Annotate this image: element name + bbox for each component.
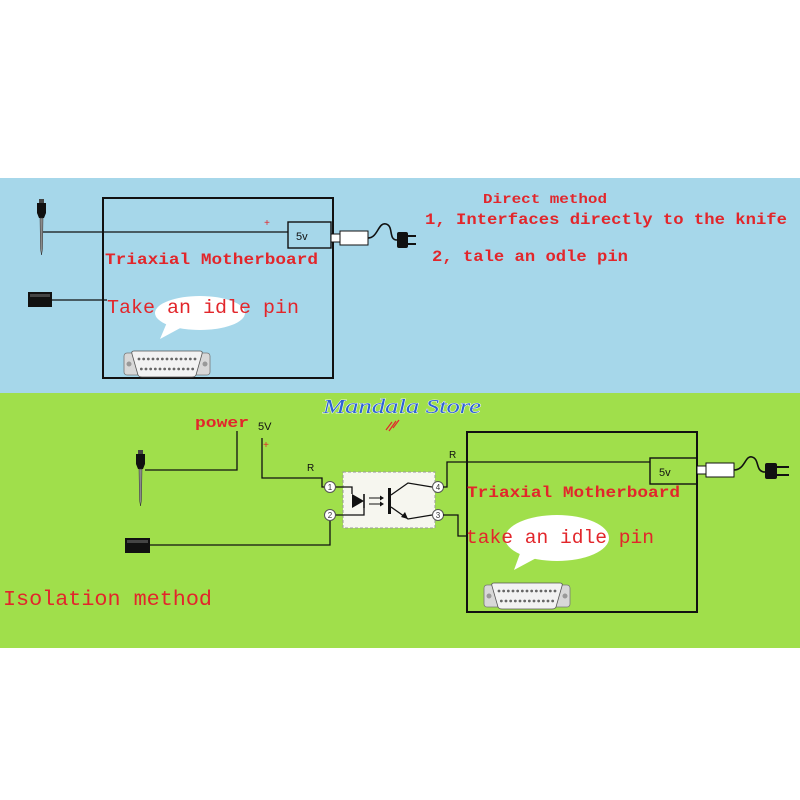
db25-pin [523, 599, 527, 603]
knife-probe-icon [37, 199, 46, 256]
db25-connector-icon [483, 582, 571, 610]
idle-pin-label: Take an idle pin [107, 297, 299, 319]
optocoupler-pin-4: 4 [432, 481, 444, 493]
db25-pin [149, 367, 153, 371]
db25-pin [548, 589, 552, 593]
db25-pin [537, 599, 541, 603]
triaxial-motherboard-box [102, 197, 334, 379]
db25-pin [193, 357, 197, 361]
direct-method-title: Direct method [483, 192, 607, 208]
db25-pin [170, 357, 174, 361]
polarity-mark: + [263, 441, 269, 452]
knife-power-wire [145, 431, 238, 471]
db25-pin [153, 367, 157, 371]
db25-pin [504, 599, 508, 603]
db25-pin [139, 367, 143, 371]
db25-pin [181, 367, 185, 371]
db25-pin [551, 599, 555, 603]
supply-resistor-wire [261, 438, 325, 488]
db25-pin [520, 589, 524, 593]
db25-pin [167, 367, 171, 371]
board-label: Triaxial Motherboard [467, 484, 680, 502]
db25-pin [518, 599, 522, 603]
optocoupler-pin-2: 2 [324, 509, 336, 521]
isolation-method-title: Isolation method [3, 589, 212, 612]
db25-pin [525, 589, 529, 593]
db25-pin [513, 599, 517, 603]
db25-pin [156, 357, 160, 361]
db25-pin [177, 367, 181, 371]
db25-pin [137, 357, 141, 361]
resistor-out-label: R [449, 450, 456, 461]
direct-step-1: 1, Interfaces directly to the knife [425, 211, 787, 229]
db25-pin [499, 599, 503, 603]
db25-pin [144, 367, 148, 371]
speech-bubble [505, 515, 609, 570]
db25-pin [142, 357, 146, 361]
emitter-wire [443, 514, 466, 537]
db25-pin [146, 357, 150, 361]
pin-number: 2 [328, 511, 333, 520]
power-label: power [195, 415, 249, 432]
db25-pin [165, 357, 169, 361]
db25-pin [172, 367, 176, 371]
db25-pin [530, 589, 534, 593]
optocoupler-icon [335, 471, 436, 529]
optocoupler-pin-1: 1 [324, 481, 336, 493]
db25-pin [188, 357, 192, 361]
red-mark [385, 419, 400, 432]
collector-wire [443, 461, 650, 488]
db25-pin [163, 367, 167, 371]
db25-pin [541, 599, 545, 603]
board-label: Triaxial Motherboard [105, 251, 318, 269]
power-plug-icon [330, 223, 416, 248]
isolation-method-section: Mandala Store power 5V + R [3, 396, 789, 613]
power-plug-icon [696, 456, 789, 479]
pin-number: 3 [436, 511, 441, 520]
db25-pin [160, 357, 164, 361]
db25-pin [534, 589, 538, 593]
db25-pin [151, 357, 155, 361]
db25-pin [191, 367, 195, 371]
db25-pin [527, 599, 531, 603]
db25-pin [509, 599, 513, 603]
speech-bubble [155, 296, 245, 339]
store-watermark: Mandala Store [322, 396, 481, 418]
db25-pin [546, 599, 550, 603]
pin-number: 4 [436, 483, 441, 492]
idle-pin-wire [150, 521, 331, 546]
db25-pin [544, 589, 548, 593]
supply-5v-label: 5v [296, 231, 308, 243]
resistor-in-label: R [307, 463, 314, 474]
pin-number: 1 [328, 483, 333, 492]
direct-step-2: 2, tale an odle pin [432, 248, 628, 266]
idle-pin-label: take an idle pin [466, 527, 654, 549]
db25-pin [184, 357, 188, 361]
knife-probe-icon [136, 450, 145, 507]
db25-connector-icon [123, 350, 211, 378]
db25-pin [174, 357, 178, 361]
db25-pin [539, 589, 543, 593]
db25-pin [506, 589, 510, 593]
optocoupler-pin-3: 3 [432, 509, 444, 521]
supply-5v-label: 5v [659, 467, 671, 479]
db25-pin [179, 357, 183, 361]
idle-pin-probe-icon [28, 292, 52, 307]
db25-pin [532, 599, 536, 603]
db25-pin [553, 589, 557, 593]
direct-method-section: + 5v [28, 192, 787, 379]
db25-pin-grid [497, 589, 557, 603]
db25-pin [186, 367, 190, 371]
db25-pin [511, 589, 515, 593]
supply-voltage-label: 5V [258, 421, 272, 433]
db25-pin-grid [137, 357, 197, 371]
db25-pin [516, 589, 520, 593]
db25-pin [158, 367, 162, 371]
db25-pin [502, 589, 506, 593]
idle-pin-probe-icon [125, 538, 150, 553]
polarity-mark: + [264, 219, 270, 230]
db25-pin [497, 589, 501, 593]
triaxial-motherboard-box [466, 431, 698, 613]
